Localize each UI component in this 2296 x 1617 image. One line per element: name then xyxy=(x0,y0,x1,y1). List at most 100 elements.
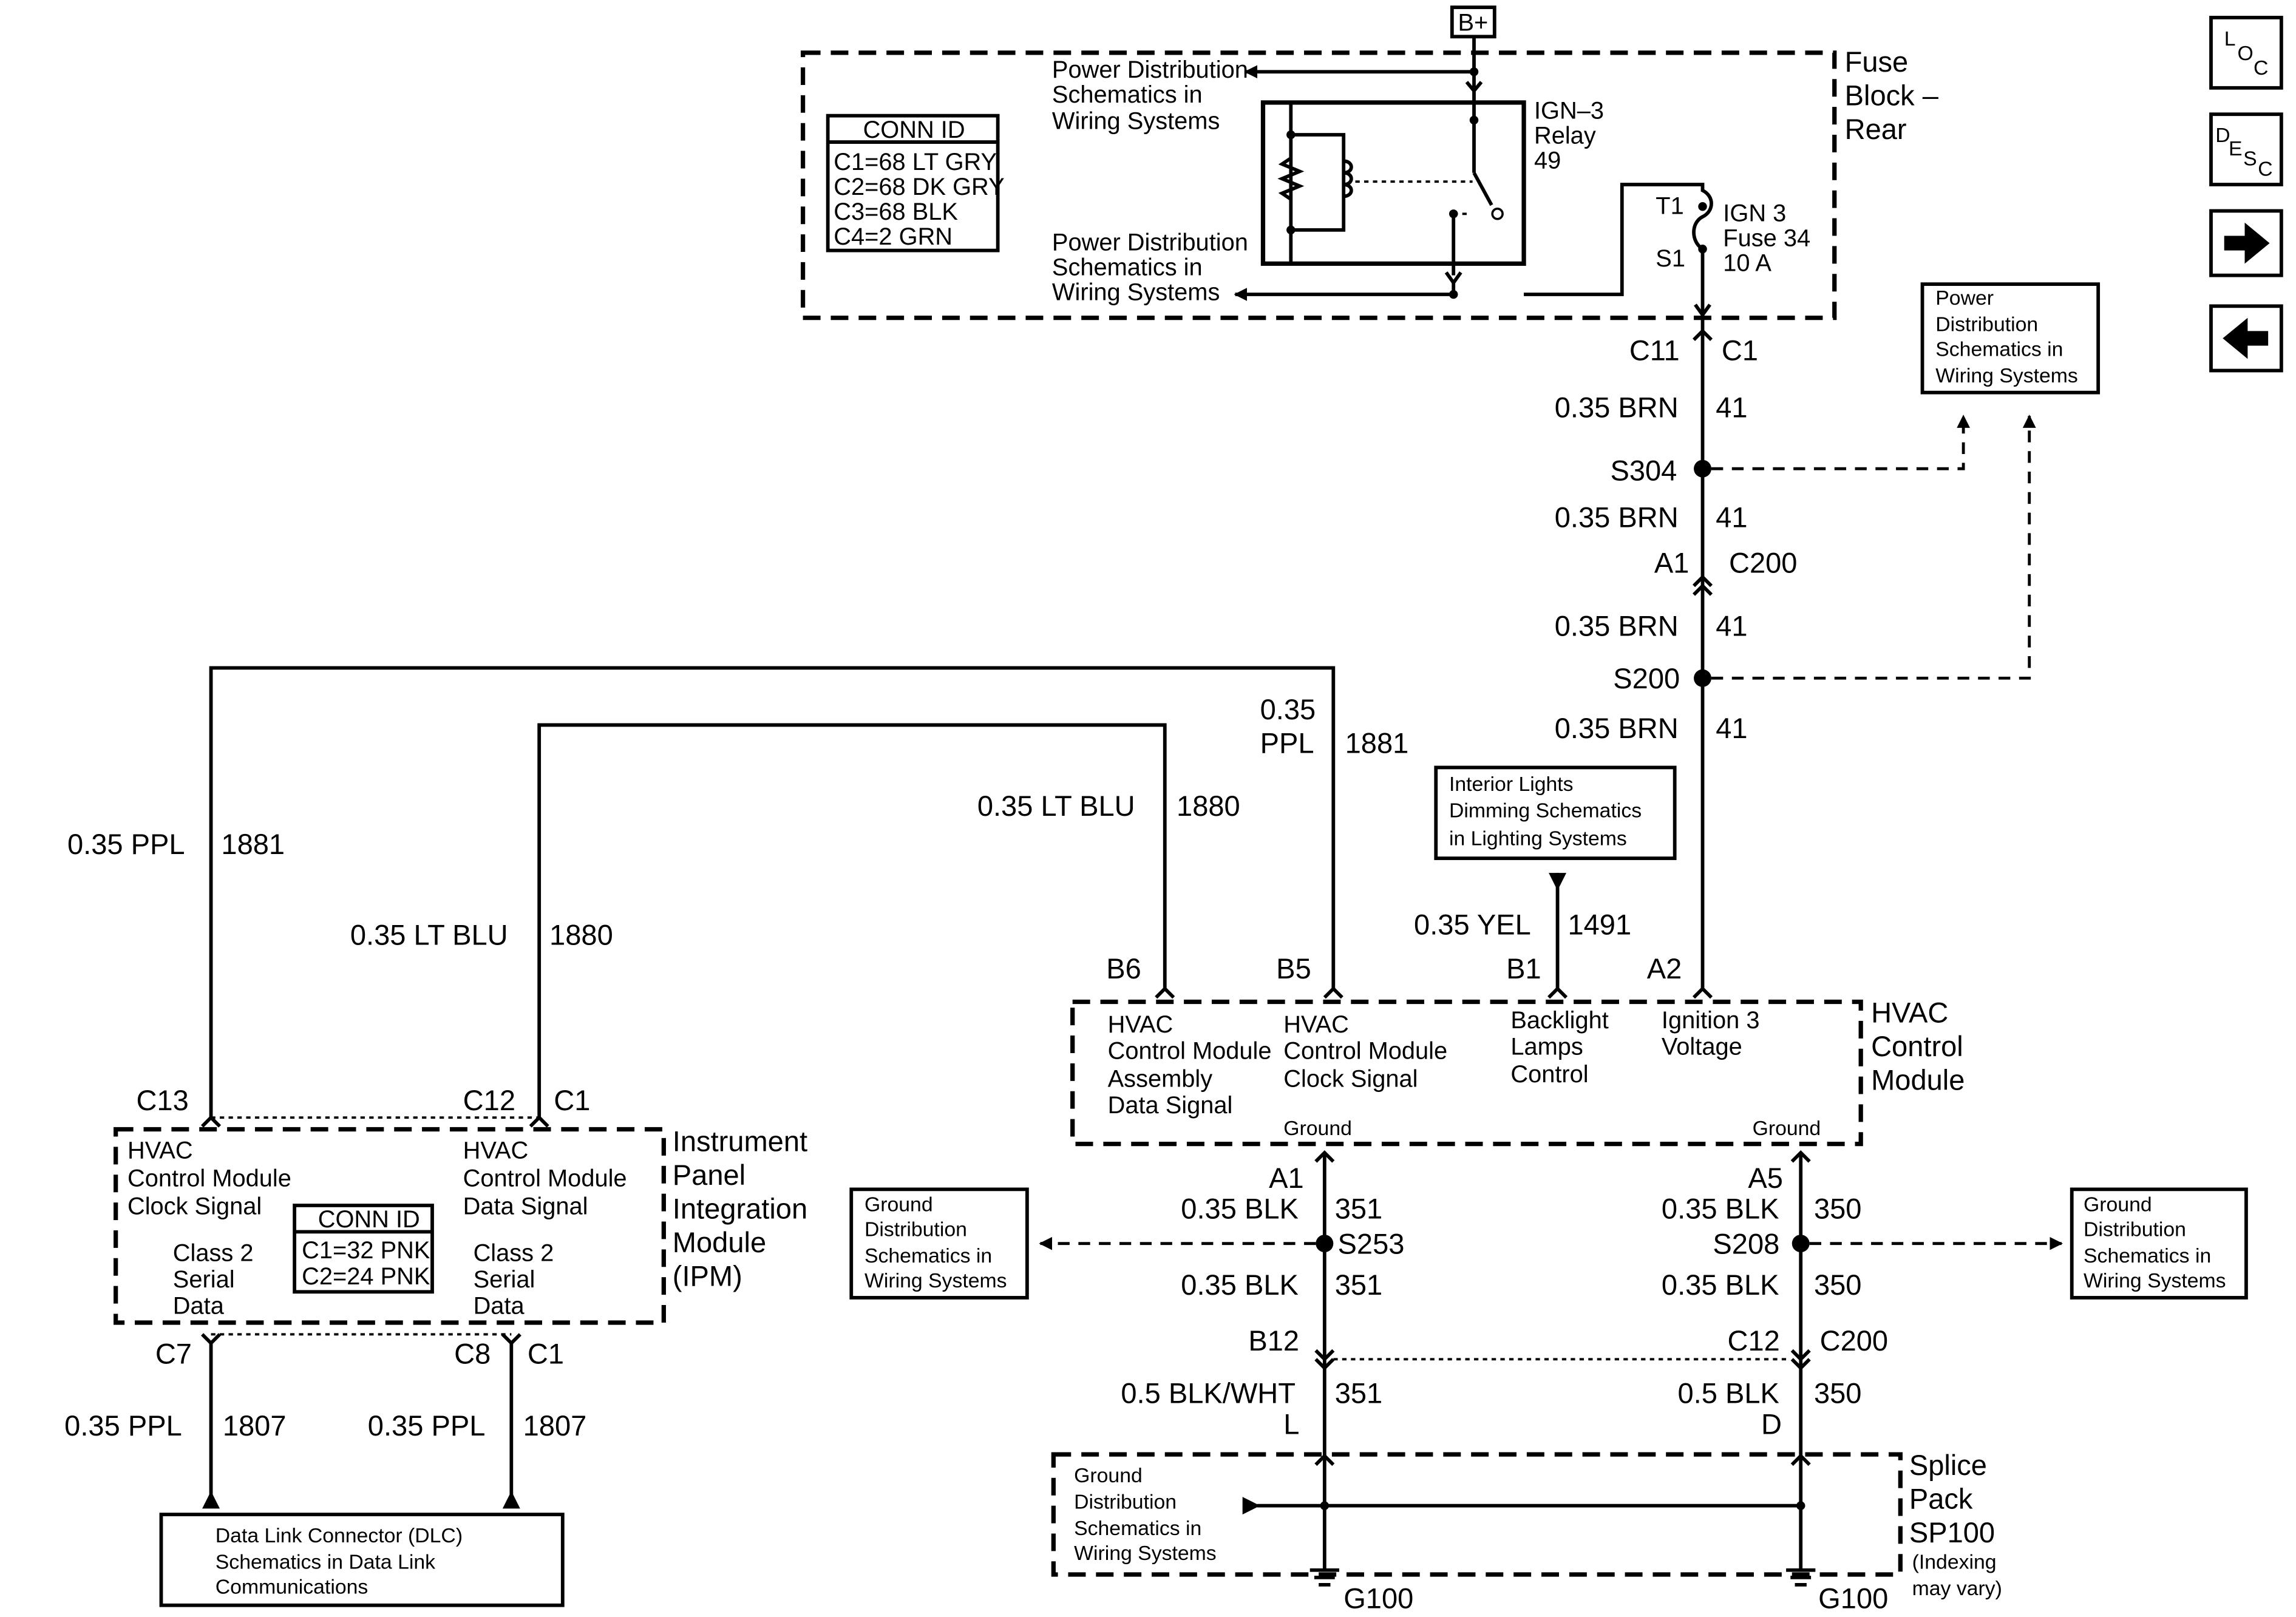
svg-text:T1: T1 xyxy=(1656,192,1683,219)
svg-text:0.5 BLK: 0.5 BLK xyxy=(1677,1377,1779,1409)
power-ref-bottom-1[interactable]: Power Distribution xyxy=(1052,229,1248,256)
svg-text:41: 41 xyxy=(1716,392,1747,424)
dlc-ref-box[interactable]: Data Link Connector (DLC) Schematics in … xyxy=(159,1513,565,1607)
svg-text:1491: 1491 xyxy=(1567,909,1631,941)
svg-text:PPL: PPL xyxy=(1260,727,1314,759)
connector-c1: C1 xyxy=(1722,334,1758,367)
splice-s200 xyxy=(1694,669,1712,687)
svg-text:Class 2: Class 2 xyxy=(474,1240,554,1267)
connector-a1-c200: A1 xyxy=(1654,547,1690,579)
svg-text:C1: C1 xyxy=(554,1084,590,1116)
splice-s253 xyxy=(1316,1235,1334,1253)
svg-text:Power: Power xyxy=(1935,286,1994,310)
svg-text:0.35 YEL: 0.35 YEL xyxy=(1414,909,1531,941)
clock-signal-circuit-1881: 0.35 PPL 1881 0.35 PPL 1881 xyxy=(67,666,1408,1118)
next-page-button[interactable] xyxy=(2209,209,2283,277)
svg-text:in Lighting Systems: in Lighting Systems xyxy=(1449,827,1627,850)
svg-text:41: 41 xyxy=(1716,609,1747,642)
svg-text:HVAC: HVAC xyxy=(1108,1011,1173,1038)
svg-text:D: D xyxy=(2215,124,2230,147)
pin-b1: B1 xyxy=(1506,952,1541,985)
svg-text:C2=68 DK GRY: C2=68 DK GRY xyxy=(834,174,1004,200)
battery-label: B+ xyxy=(1458,10,1488,36)
interior-lights-ref-box[interactable]: Interior Lights Dimming Schematics in Li… xyxy=(1434,765,1677,860)
svg-text:C200: C200 xyxy=(1820,1324,1888,1357)
svg-text:Control Module: Control Module xyxy=(1108,1038,1272,1065)
svg-text:C8: C8 xyxy=(454,1338,491,1370)
svg-text:HVAC: HVAC xyxy=(1871,996,1948,1028)
svg-text:Relay: Relay xyxy=(1534,122,1596,149)
ground-distribution-ref-right[interactable]: Ground Distribution Schematics in Wiring… xyxy=(2070,1187,2248,1300)
svg-text:C7: C7 xyxy=(155,1338,192,1370)
svg-text:IGN–3: IGN–3 xyxy=(1534,97,1604,124)
svg-text:Serial: Serial xyxy=(173,1266,235,1293)
splice-ground-ref-1[interactable]: Ground xyxy=(1074,1464,1143,1487)
svg-text:Data Link Connector (DLC): Data Link Connector (DLC) xyxy=(216,1524,463,1547)
svg-text:Voltage: Voltage xyxy=(1662,1033,1742,1060)
power-ref-bottom-3[interactable]: Wiring Systems xyxy=(1052,279,1220,306)
splice-s208 xyxy=(1792,1235,1810,1253)
svg-text:Instrument: Instrument xyxy=(673,1125,807,1158)
ign3-relay: IGN–3 Relay 49 xyxy=(1234,90,1604,301)
splice-ground-ref-4[interactable]: Wiring Systems xyxy=(1074,1542,1217,1565)
svg-text:L: L xyxy=(2224,27,2236,50)
svg-text:41: 41 xyxy=(1716,712,1747,744)
svg-text:Ground: Ground xyxy=(864,1193,933,1216)
desc-button[interactable]: D E S C xyxy=(2209,112,2283,186)
svg-text:Data: Data xyxy=(173,1293,225,1320)
ground-symbol-g100-left xyxy=(1309,1568,1339,1587)
main-feed-circuit-41: C11 C1 0.35 BRN 41 S304 0.35 BRN 41 A1 C… xyxy=(1555,314,2036,999)
ground-circuit-351: A1 0.35 BLK 351 S253 0.35 BLK 351 B12 0.… xyxy=(1039,1150,1791,1615)
svg-text:351: 351 xyxy=(1335,1269,1383,1301)
svg-text:E: E xyxy=(2229,137,2243,160)
svg-text:IGN 3: IGN 3 xyxy=(1723,200,1786,226)
svg-text:Assembly: Assembly xyxy=(1108,1065,1213,1092)
svg-text:Control: Control xyxy=(1510,1061,1588,1088)
svg-text:10 A: 10 A xyxy=(1723,249,1771,276)
svg-text:0.35: 0.35 xyxy=(1260,693,1316,725)
pin-a2: A2 xyxy=(1647,952,1682,985)
svg-text:350: 350 xyxy=(1814,1193,1862,1225)
power-ref-top-1[interactable]: Power Distribution xyxy=(1052,56,1248,83)
svg-text:0.35 LT BLU: 0.35 LT BLU xyxy=(350,918,508,951)
svg-text:0.35 BLK: 0.35 BLK xyxy=(1181,1193,1299,1225)
splice-pack-sp100: Ground Distribution Schematics in Wiring… xyxy=(1051,1449,2002,1600)
svg-text:Schematics in Data Link: Schematics in Data Link xyxy=(216,1550,435,1573)
loc-button[interactable]: L O C xyxy=(2209,16,2283,90)
svg-text:Dimming Schematics: Dimming Schematics xyxy=(1449,799,1642,822)
svg-text:0.35 BLK: 0.35 BLK xyxy=(1662,1269,1779,1301)
svg-text:0.35 LT BLU: 0.35 LT BLU xyxy=(977,790,1135,822)
svg-text:Panel: Panel xyxy=(673,1159,746,1191)
svg-text:L: L xyxy=(1283,1408,1299,1440)
svg-text:C4=2 GRN: C4=2 GRN xyxy=(834,223,953,250)
arrow-right-icon xyxy=(2224,222,2270,264)
svg-text:CONN ID: CONN ID xyxy=(863,117,965,143)
svg-text:S: S xyxy=(2243,147,2257,171)
svg-text:Data Signal: Data Signal xyxy=(1108,1092,1233,1119)
svg-text:Module: Module xyxy=(1871,1063,1965,1096)
svg-text:S200: S200 xyxy=(1613,662,1680,694)
svg-text:C12: C12 xyxy=(463,1084,515,1116)
svg-text:1881: 1881 xyxy=(221,828,285,860)
svg-text:S1: S1 xyxy=(1656,245,1685,272)
splice-ground-ref-3[interactable]: Schematics in xyxy=(1074,1517,1201,1540)
svg-text:D: D xyxy=(1761,1408,1782,1440)
svg-text:1807: 1807 xyxy=(523,1409,587,1442)
svg-text:Class 2: Class 2 xyxy=(173,1240,254,1267)
previous-page-button[interactable] xyxy=(2209,304,2283,373)
svg-text:HVAC: HVAC xyxy=(463,1137,529,1164)
splice-ground-ref-2[interactable]: Distribution xyxy=(1074,1490,1177,1513)
svg-text:351: 351 xyxy=(1335,1193,1383,1225)
svg-text:C200: C200 xyxy=(1729,547,1797,579)
svg-text:Serial: Serial xyxy=(474,1266,535,1293)
svg-text:Communications: Communications xyxy=(216,1575,368,1598)
ground-distribution-ref-left[interactable]: Ground Distribution Schematics in Wiring… xyxy=(849,1187,1029,1300)
hvac-control-module: HVAC Control Module B6 B5 B1 A2 HVAC Con… xyxy=(1070,952,1965,1147)
svg-text:49: 49 xyxy=(1534,147,1561,174)
power-ref-top-3[interactable]: Wiring Systems xyxy=(1052,107,1220,134)
svg-text:0.35 BRN: 0.35 BRN xyxy=(1555,609,1679,642)
power-ref-bottom-2[interactable]: Schematics in xyxy=(1052,254,1203,281)
power-ref-top-2[interactable]: Schematics in xyxy=(1052,81,1203,108)
power-distribution-ref-box[interactable]: Power Distribution Schematics in Wiring … xyxy=(1920,282,2101,395)
svg-text:C13: C13 xyxy=(136,1084,188,1116)
